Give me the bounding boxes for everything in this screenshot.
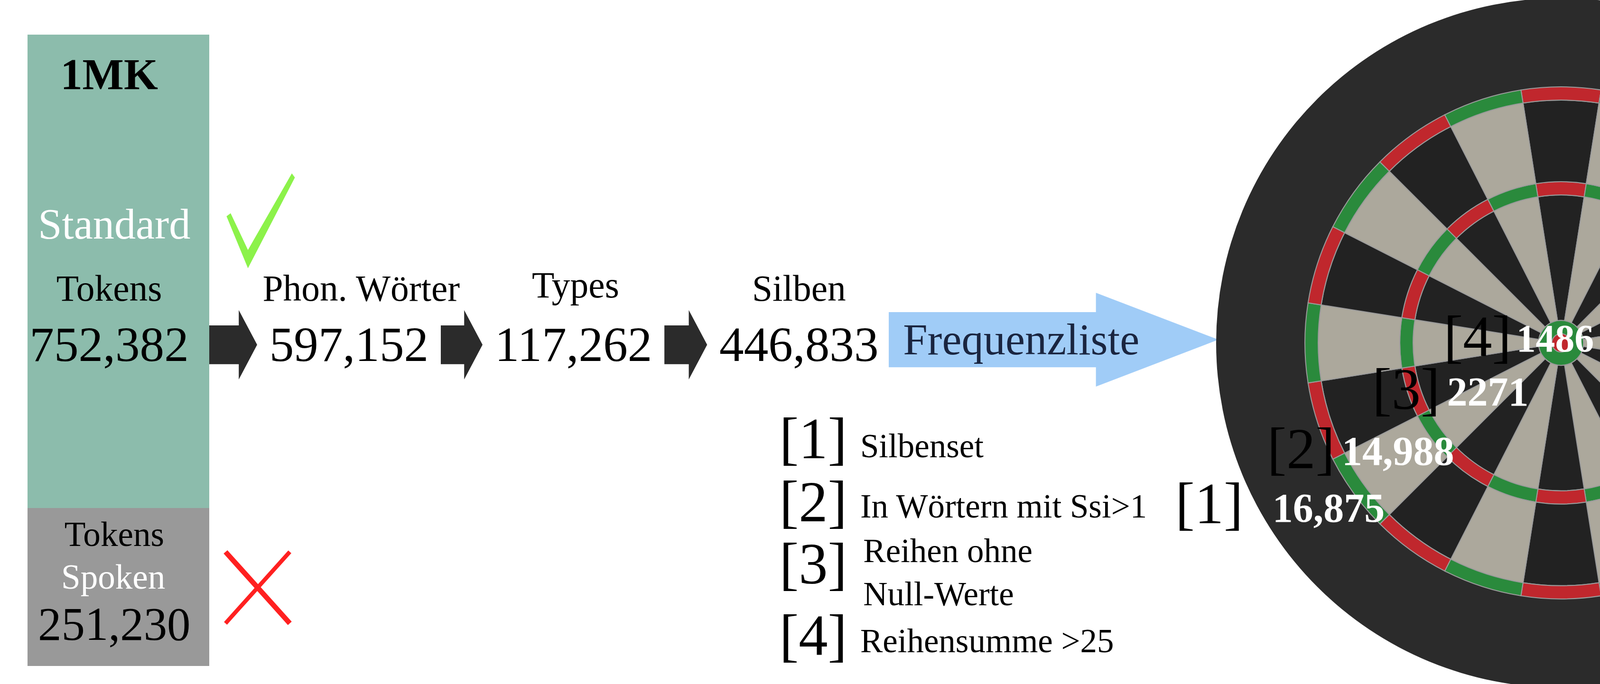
legend-text: Silbenset xyxy=(860,428,984,463)
callout-number: [2] xyxy=(779,473,847,532)
stage-count: Phon. Wörter597,152 xyxy=(263,314,435,376)
board-segment xyxy=(1584,474,1600,503)
check-mark xyxy=(226,173,295,269)
legend-text: Reihensumme >25 xyxy=(860,623,1115,658)
callout-number: [1] xyxy=(779,409,847,468)
stage-value: 597,152 xyxy=(269,320,429,370)
flow-arrow xyxy=(888,292,1219,387)
filter-count: 2271 xyxy=(1446,371,1529,413)
stage-heading: Types xyxy=(531,267,620,304)
board-segment xyxy=(1577,238,1600,333)
board-segment xyxy=(1332,161,1390,233)
stage-value: 117,262 xyxy=(494,320,653,370)
block-arrow xyxy=(209,310,258,380)
stage-heading: Silben xyxy=(752,270,847,307)
board-segment xyxy=(1599,89,1600,127)
count-heading: Tokens xyxy=(56,270,162,307)
callout-number: [3] xyxy=(1372,360,1441,419)
corpus-title: 1MK xyxy=(60,52,158,97)
board-segment xyxy=(1444,559,1524,596)
board-segment xyxy=(1535,489,1587,505)
legend-text: In Wörtern mit Ssi>1 xyxy=(860,489,1147,523)
count-value: 251,230 xyxy=(37,601,191,649)
board-segment xyxy=(1305,302,1322,383)
board-segment xyxy=(1523,502,1600,586)
filter-count: 1486 xyxy=(1516,319,1594,359)
board-segment xyxy=(1535,181,1587,197)
board-segment xyxy=(1308,226,1345,306)
cross-mark xyxy=(225,551,290,624)
board-segment xyxy=(1521,86,1600,103)
subcorpus-name: Spoken xyxy=(61,560,166,596)
callout-number: [2] xyxy=(1266,419,1335,479)
board-segment xyxy=(1586,102,1600,200)
stage-count: Silben446,833 xyxy=(713,314,885,376)
block-arrow xyxy=(664,310,707,380)
filter-count: 16,875 xyxy=(1272,487,1386,529)
stage-value: 446,833 xyxy=(719,320,879,370)
block-arrow xyxy=(440,310,483,380)
filter-count: 14,988 xyxy=(1341,430,1455,472)
flow-label: Frequenzliste xyxy=(902,317,1140,362)
board-segment xyxy=(1494,196,1558,324)
board-segment xyxy=(1380,114,1452,172)
spoken-panel: TokensSpoken 251,230 xyxy=(27,508,210,667)
dartboard-target: [4]1486 [3]2271 [2]14,988 16,875 xyxy=(1216,0,1600,684)
subcorpus-name: Standard xyxy=(37,203,191,246)
board-surround xyxy=(1216,0,1600,684)
count-value: 752,382 xyxy=(29,320,189,370)
stage-heading: Phon. Wörter xyxy=(262,270,460,307)
callout-number: [1] xyxy=(1175,474,1244,534)
callout-number: [4] xyxy=(1443,307,1512,366)
legend-text: Reihen ohne Null-Werte xyxy=(863,529,1072,615)
board-segment xyxy=(1380,514,1452,571)
count-heading: Tokens xyxy=(64,517,165,552)
board-segment xyxy=(1584,183,1600,212)
callout-number: [4] xyxy=(779,606,847,665)
board-segment xyxy=(1521,582,1600,599)
callout-number: [3] xyxy=(779,535,847,594)
stage-count: Types117,262 xyxy=(488,314,659,376)
standard-panel: 1MK StandardTokens 752,382 xyxy=(27,34,210,509)
board-segment xyxy=(1444,89,1524,127)
board-segment xyxy=(1523,100,1600,184)
cross-mark xyxy=(225,551,290,624)
